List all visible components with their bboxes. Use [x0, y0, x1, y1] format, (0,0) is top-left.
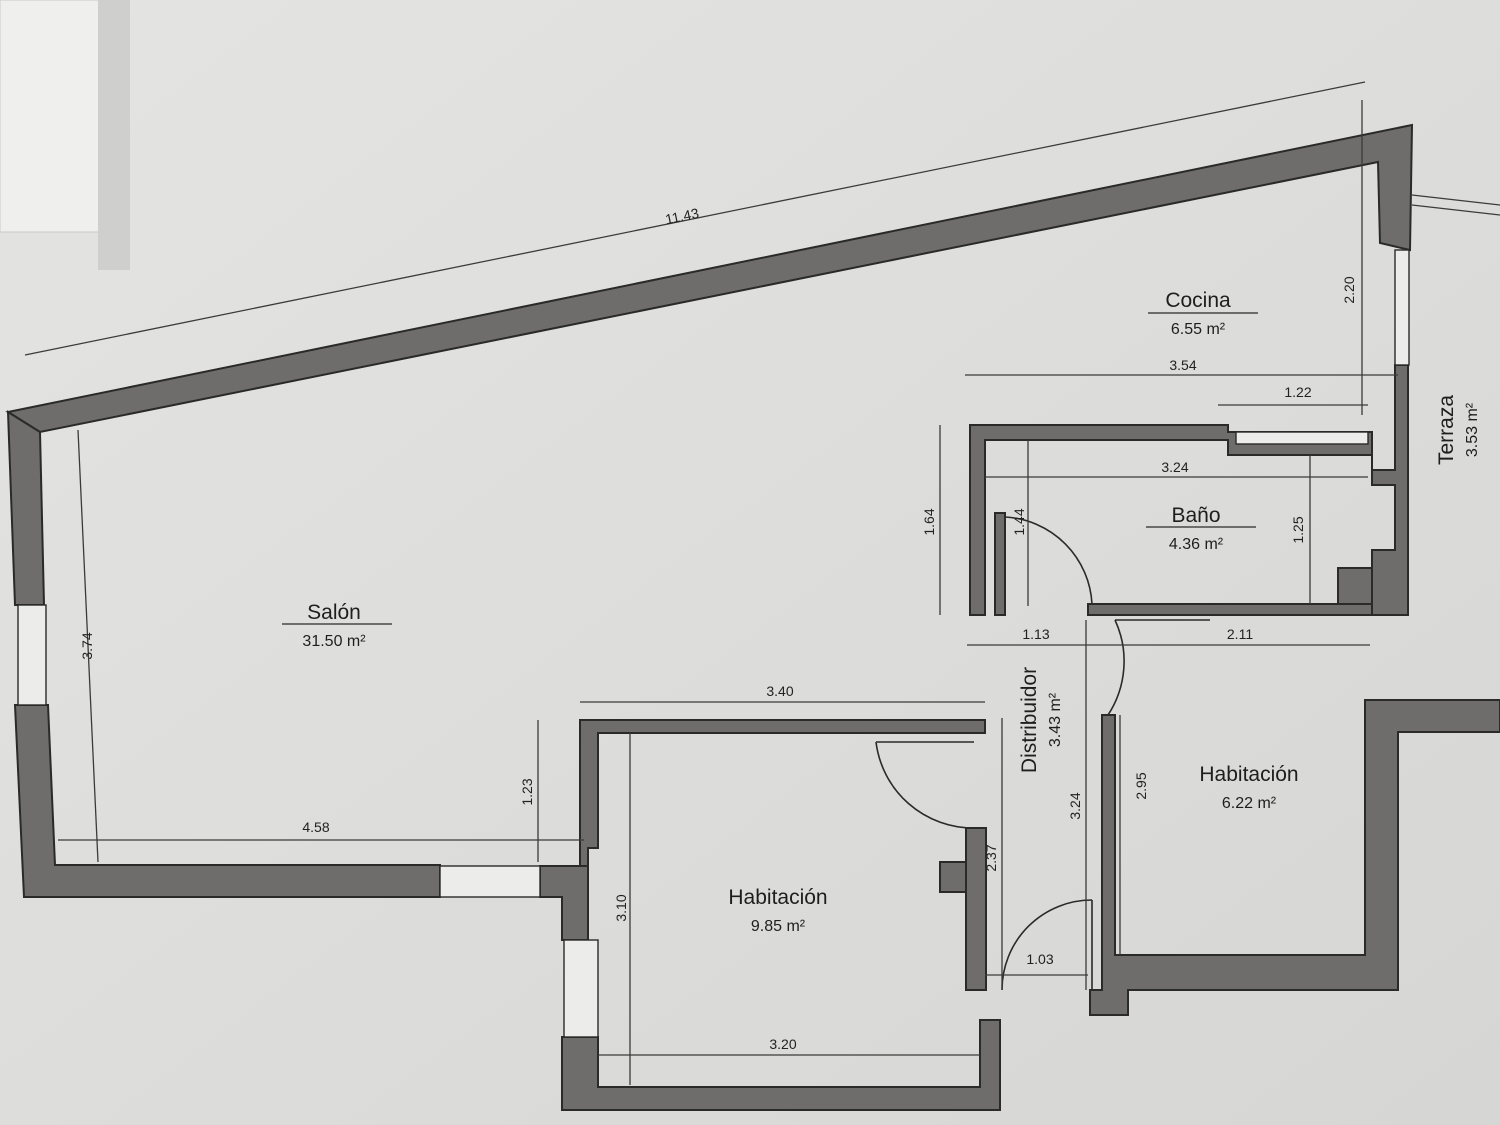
room-area-terraza: 3.53 m²	[1464, 402, 1481, 457]
door-bano	[1004, 516, 1093, 605]
dim-hab-right-height: 2.95	[1133, 772, 1149, 799]
room-name-cocina: Cocina	[1165, 289, 1231, 312]
window-salon-left	[17, 604, 47, 706]
dim-hab-bottom-height: 3.10	[613, 894, 629, 921]
paper-corner-shadow	[98, 0, 130, 270]
dim-salon-width: 4.58	[302, 819, 329, 835]
room-area-habitacion-right: 6.22 m²	[1222, 795, 1277, 812]
wall-left-lower	[13, 704, 441, 898]
wall-bedroom-box	[939, 861, 967, 893]
dim-distribuidor-width: 1.13	[1022, 626, 1049, 642]
dim-bano-width: 3.24	[1161, 459, 1188, 475]
room-area-bano: 4.36 m²	[1169, 536, 1224, 553]
dim-cocina-width: 3.54	[1169, 357, 1196, 373]
dim-cocina-height: 2.20	[1341, 276, 1357, 303]
wall-bedroom-right-stub	[965, 827, 987, 991]
room-area-cocina: 6.55 m²	[1171, 321, 1226, 338]
dim-hab-bottom-top: 3.40	[766, 683, 793, 699]
door-hab-bottom	[875, 741, 975, 829]
wall-bedroom-top	[579, 719, 986, 867]
dim-salon-height: 3.74	[79, 632, 95, 659]
room-name-habitacion-right: Habitación	[1199, 763, 1298, 786]
room-name-bano: Baño	[1171, 504, 1220, 527]
dim-hab-bottom-bottom: 3.20	[769, 1036, 796, 1052]
room-name-distribuidor: Distribuidor	[1018, 667, 1041, 773]
door-hab-right	[1107, 619, 1125, 716]
room-area-salon: 31.50 m²	[302, 633, 366, 650]
terraza-edge-top	[1411, 194, 1500, 206]
terraza-edge-top2	[1411, 204, 1500, 216]
bano-shower-tray	[1235, 431, 1369, 445]
dim-top-diagonal: 11.43	[664, 205, 701, 227]
dim-hab-bottom-side: 2.37	[983, 844, 999, 871]
dim-distribuidor-height: 3.24	[1067, 792, 1083, 819]
dim-salon-step: 1.23	[519, 778, 535, 805]
room-name-habitacion-bottom: Habitación	[728, 886, 827, 909]
room-area-distribuidor: 3.43 m²	[1047, 692, 1064, 747]
window-bedroom-left	[563, 939, 599, 1038]
wall-bano-partition	[994, 512, 1006, 616]
dim-hab-right-width: 2.11	[1227, 626, 1253, 642]
door-distribuidor	[1001, 899, 1093, 991]
wall-bano-bottom	[1087, 603, 1373, 616]
room-area-habitacion-bottom: 9.85 m²	[751, 918, 806, 935]
room-name-terraza: Terraza	[1435, 395, 1458, 465]
paper-corner	[0, 0, 101, 233]
dim-bano-right-height: 1.25	[1290, 516, 1306, 543]
dimension-lines	[24, 81, 1398, 1085]
wall-bano-pillar	[1337, 567, 1373, 605]
wall-hab-right	[1089, 699, 1500, 1016]
dim-cocina-inner: 1.22	[1284, 384, 1311, 400]
dim-bano-height-outer: 1.64	[921, 508, 937, 535]
dim-door-width: 1.03	[1026, 951, 1053, 967]
room-name-salon: Salón	[307, 601, 361, 624]
wall-left-upper	[6, 410, 46, 606]
window-cocina	[1394, 249, 1410, 366]
dim-bano-height-inner: 1.44	[1011, 508, 1027, 535]
wall-bedroom-left-lower	[561, 1019, 1001, 1111]
window-salon-bottom	[439, 865, 541, 898]
